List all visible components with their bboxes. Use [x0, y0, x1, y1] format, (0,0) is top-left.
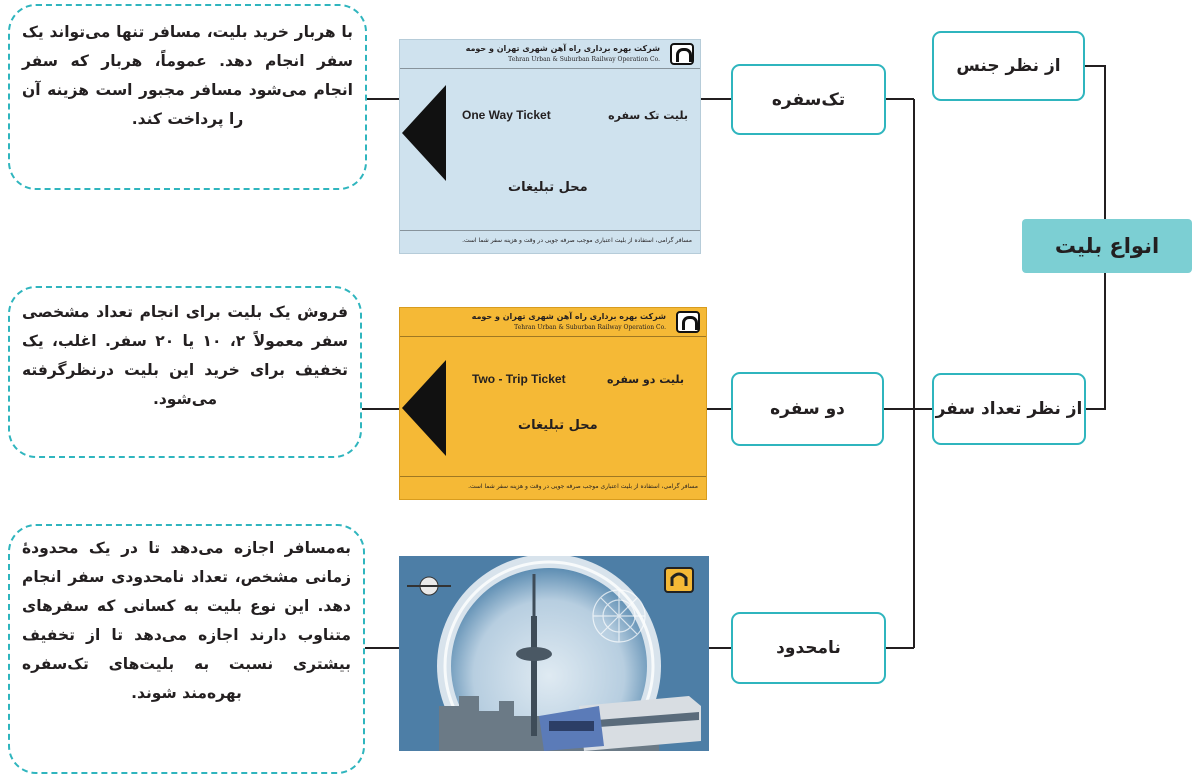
ticket-ad-area: محل تبلیغات: [508, 180, 588, 195]
unlimited-ticket-image: [399, 556, 709, 751]
ticket-arrow-icon: [402, 360, 446, 456]
metro-logo-icon: [670, 43, 694, 65]
category-by-trips-label: از نظر تعداد سفر: [935, 399, 1083, 419]
type-unlimited-label: نامحدود: [776, 638, 841, 658]
type-single-trip: تک‌سفره: [731, 64, 886, 135]
one-way-ticket-image: شرکت بهره برداری راه آهن شهری تهران و حو…: [399, 39, 701, 254]
unlimited-ticket-illustration: [399, 556, 709, 751]
ticket-header: شرکت بهره برداری راه آهن شهری تهران و حو…: [400, 308, 706, 337]
ticket-name-fa: بلیت تک سفره: [608, 109, 688, 122]
note-single-trip-text: با هربار خرید بلیت، مسافر تنها می‌تواند …: [22, 23, 353, 128]
metro-logo-icon: [676, 311, 700, 333]
ticket-footer: مسافر گرامی، استفاده از بلیت اعتباری موج…: [400, 230, 700, 253]
ticket-footer-text: مسافر گرامی، استفاده از بلیت اعتباری موج…: [468, 483, 698, 490]
category-by-gender: از نظر جنس: [932, 31, 1085, 101]
root-node: انواع بليت: [1022, 219, 1192, 273]
ticket-footer: مسافر گرامی، استفاده از بلیت اعتباری موج…: [400, 476, 706, 499]
note-two-trip: فروش یک بلیت برای انجام تعداد مشخصی سفر …: [8, 286, 362, 458]
ticket-company-fa: شرکت بهره برداری راه آهن شهری تهران و حو…: [465, 44, 660, 53]
ticket-name-en: Two - Trip Ticket: [472, 372, 566, 386]
ticket-name-fa: بلیت دو سفره: [607, 373, 684, 386]
type-single-trip-label: تک‌سفره: [771, 89, 846, 110]
note-two-trip-text: فروش یک بلیت برای انجام تعداد مشخصی سفر …: [22, 303, 348, 408]
ticket-company-fa: شرکت بهره برداری راه آهن شهری تهران و حو…: [471, 312, 666, 321]
ticket-header: شرکت بهره برداری راه آهن شهری تهران و حو…: [400, 40, 700, 69]
note-single-trip: با هربار خرید بلیت، مسافر تنها می‌تواند …: [8, 4, 367, 190]
ticket-footer-text: مسافر گرامی، استفاده از بلیت اعتباری موج…: [462, 237, 692, 244]
note-unlimited: به‌مسافر اجازه می‌دهد تا در یک محدودهٔ ز…: [8, 524, 365, 774]
ticket-name-en: One Way Ticket: [462, 108, 551, 122]
ticket-arrow-icon: [402, 85, 446, 181]
category-by-gender-label: از نظر جنس: [956, 56, 1061, 76]
ticket-company-en: Tehran Urban & Suburban Railway Operatio…: [514, 324, 666, 331]
type-two-trip-label: دو سفره: [770, 399, 845, 419]
ticket-ad-area: محل تبلیغات: [518, 418, 598, 433]
two-trip-ticket-image: شرکت بهره برداری راه آهن شهری تهران و حو…: [399, 307, 707, 500]
note-unlimited-text: به‌مسافر اجازه می‌دهد تا در یک محدودهٔ ز…: [22, 539, 351, 702]
ticket-company-en: Tehran Urban & Suburban Railway Operatio…: [508, 56, 660, 63]
type-two-trip: دو سفره: [731, 372, 884, 446]
category-by-trips: از نظر تعداد سفر: [932, 373, 1086, 445]
root-label: انواع بليت: [1054, 234, 1160, 258]
type-unlimited: نامحدود: [731, 612, 886, 684]
